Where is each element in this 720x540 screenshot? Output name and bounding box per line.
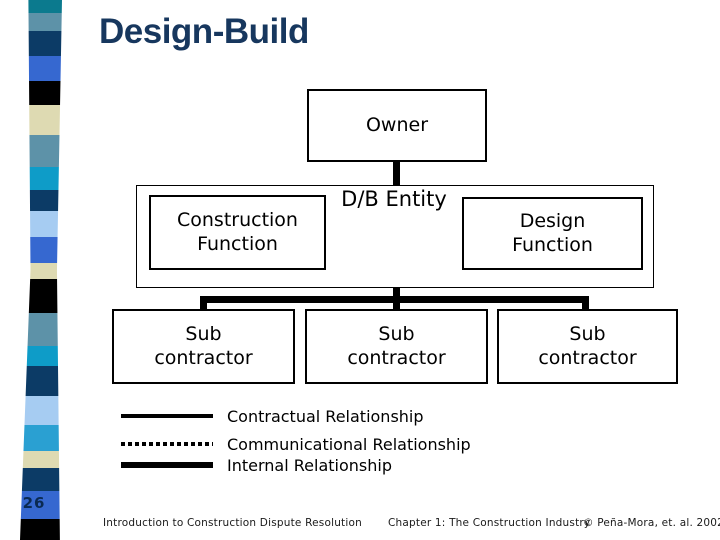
db-entity-label: D/B Entity bbox=[341, 187, 447, 211]
stripe-block bbox=[20, 451, 62, 468]
stripe-block bbox=[20, 346, 62, 366]
owner-label: Owner bbox=[365, 113, 429, 136]
branch-drop-middle bbox=[393, 296, 400, 310]
stripe-block bbox=[20, 81, 62, 105]
stripe-block bbox=[20, 263, 62, 279]
footer-copyright: © Peña-Mora, et. al. 2002 bbox=[583, 517, 720, 529]
stripe-block bbox=[20, 237, 62, 263]
stripe-block bbox=[20, 105, 62, 135]
owner-box: Owner bbox=[307, 89, 487, 162]
subcontractor-box-1: Sub contractor bbox=[112, 309, 295, 384]
construction-function-label-line1: Construction bbox=[177, 208, 298, 231]
subcontractor-3-label-line2: contractor bbox=[538, 346, 637, 369]
legend-item-internal: Internal Relationship bbox=[121, 454, 392, 476]
stripe-block bbox=[20, 366, 62, 396]
construction-function-label-line2: Function bbox=[197, 232, 278, 255]
page-number: 26 bbox=[22, 494, 46, 512]
stripe-block bbox=[20, 491, 62, 519]
subcontractor-2-label-line1: Sub bbox=[378, 322, 415, 345]
legend-item-communicational: Communicational Relationship bbox=[121, 433, 471, 455]
legend-label-contractual: Contractual Relationship bbox=[227, 406, 424, 426]
stripe-block bbox=[20, 279, 62, 313]
stripe-block bbox=[20, 313, 62, 346]
design-function-label-line1: Design bbox=[519, 209, 586, 232]
subcontractor-3-label-line1: Sub bbox=[569, 322, 606, 345]
legend-label-communicational: Communicational Relationship bbox=[227, 434, 471, 454]
design-function-label-line2: Function bbox=[512, 233, 593, 256]
stripe-block bbox=[20, 425, 62, 451]
stripe-block bbox=[20, 167, 62, 190]
stripe-block bbox=[20, 396, 62, 425]
stripe-block bbox=[20, 468, 62, 491]
construction-function-box: Construction Function bbox=[149, 195, 326, 270]
subcontractor-1-label-line1: Sub bbox=[185, 322, 222, 345]
connector-owner-to-db bbox=[393, 161, 400, 186]
branch-drop-right bbox=[582, 296, 589, 310]
subcontractor-box-3: Sub contractor bbox=[497, 309, 678, 384]
connector-db-to-branch bbox=[393, 287, 400, 303]
subcontractor-box-2: Sub contractor bbox=[305, 309, 488, 384]
branch-drop-left bbox=[200, 296, 207, 310]
stripe-block bbox=[20, 0, 62, 13]
slide-title: Design-Build bbox=[99, 12, 309, 51]
stripe-block bbox=[20, 190, 62, 211]
design-function-box: Design Function bbox=[462, 197, 643, 270]
internal-line-swatch bbox=[121, 462, 213, 468]
subcontractor-2-label-line2: contractor bbox=[347, 346, 446, 369]
stripe-block bbox=[20, 135, 62, 167]
communicational-line-swatch bbox=[121, 442, 213, 446]
subcontractor-1-label-line2: contractor bbox=[154, 346, 253, 369]
legend-label-internal: Internal Relationship bbox=[227, 455, 392, 475]
stripe-block bbox=[20, 13, 62, 31]
legend-item-contractual: Contractual Relationship bbox=[121, 405, 424, 427]
stripe-block bbox=[20, 31, 62, 56]
decorative-stripe bbox=[20, 0, 62, 540]
contractual-line-swatch bbox=[121, 414, 213, 418]
stripe-block bbox=[20, 56, 62, 81]
stripe-block bbox=[20, 211, 62, 237]
footer-chapter-title: Chapter 1: The Construction Industry bbox=[388, 517, 591, 529]
stripe-block bbox=[20, 519, 62, 540]
footer-course-title: Introduction to Construction Dispute Res… bbox=[103, 517, 362, 529]
